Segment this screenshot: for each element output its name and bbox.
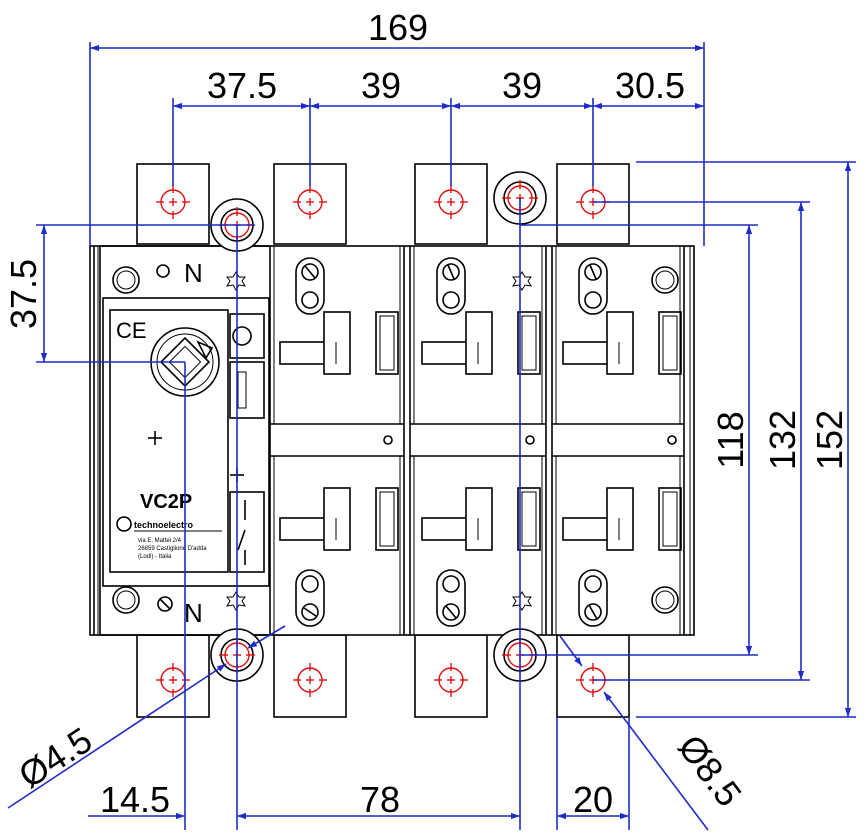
brand-name: technoelectro — [134, 520, 194, 530]
dim-left-vertical: 37.5 — [3, 259, 44, 329]
top-terminals — [136, 163, 630, 245]
dim-height-mid: 132 — [762, 410, 803, 470]
dim-overall-width: 169 — [368, 7, 428, 48]
star-icon — [512, 271, 532, 291]
ce-mark: CE — [116, 318, 147, 343]
n-label-top: N — [184, 258, 203, 288]
label-plate — [109, 309, 229, 573]
address-line-2: 26859 Castiglione D'adda — [138, 546, 207, 552]
dim-hole-large: Ø8.5 — [670, 727, 750, 814]
dim-hole-small: Ø4.5 — [11, 719, 99, 796]
star-icon — [512, 591, 532, 611]
dim-bottom-left: 14.5 — [100, 779, 170, 820]
dim-height-outer: 152 — [809, 410, 850, 470]
model-label: VC2P — [140, 491, 192, 513]
address-line-1: via E. Mattei 2/4 — [138, 538, 182, 544]
dim-pitch-2: 39 — [361, 65, 401, 106]
dim-height-inner: 118 — [710, 411, 751, 468]
star-icon — [226, 271, 246, 291]
dim-bottom-mid: 78 — [360, 779, 400, 820]
dim-pitch-4: 30.5 — [615, 65, 685, 106]
star-icon — [226, 591, 246, 611]
dimension-lines — [7, 42, 856, 831]
address-line-3: (Lodi) - Italia — [138, 554, 172, 560]
handle-module-details: N N CE VC2P technoelect — [109, 258, 265, 628]
dim-bottom-right: 20 — [573, 779, 613, 820]
pole-screws — [295, 257, 679, 627]
dim-pitch-1: 37.5 — [207, 65, 277, 106]
n-label-bottom: N — [184, 598, 203, 628]
dim-pitch-3: 39 — [502, 65, 542, 106]
brand-logo — [116, 516, 132, 532]
bottom-terminals — [136, 634, 630, 718]
switch-body — [89, 245, 695, 636]
